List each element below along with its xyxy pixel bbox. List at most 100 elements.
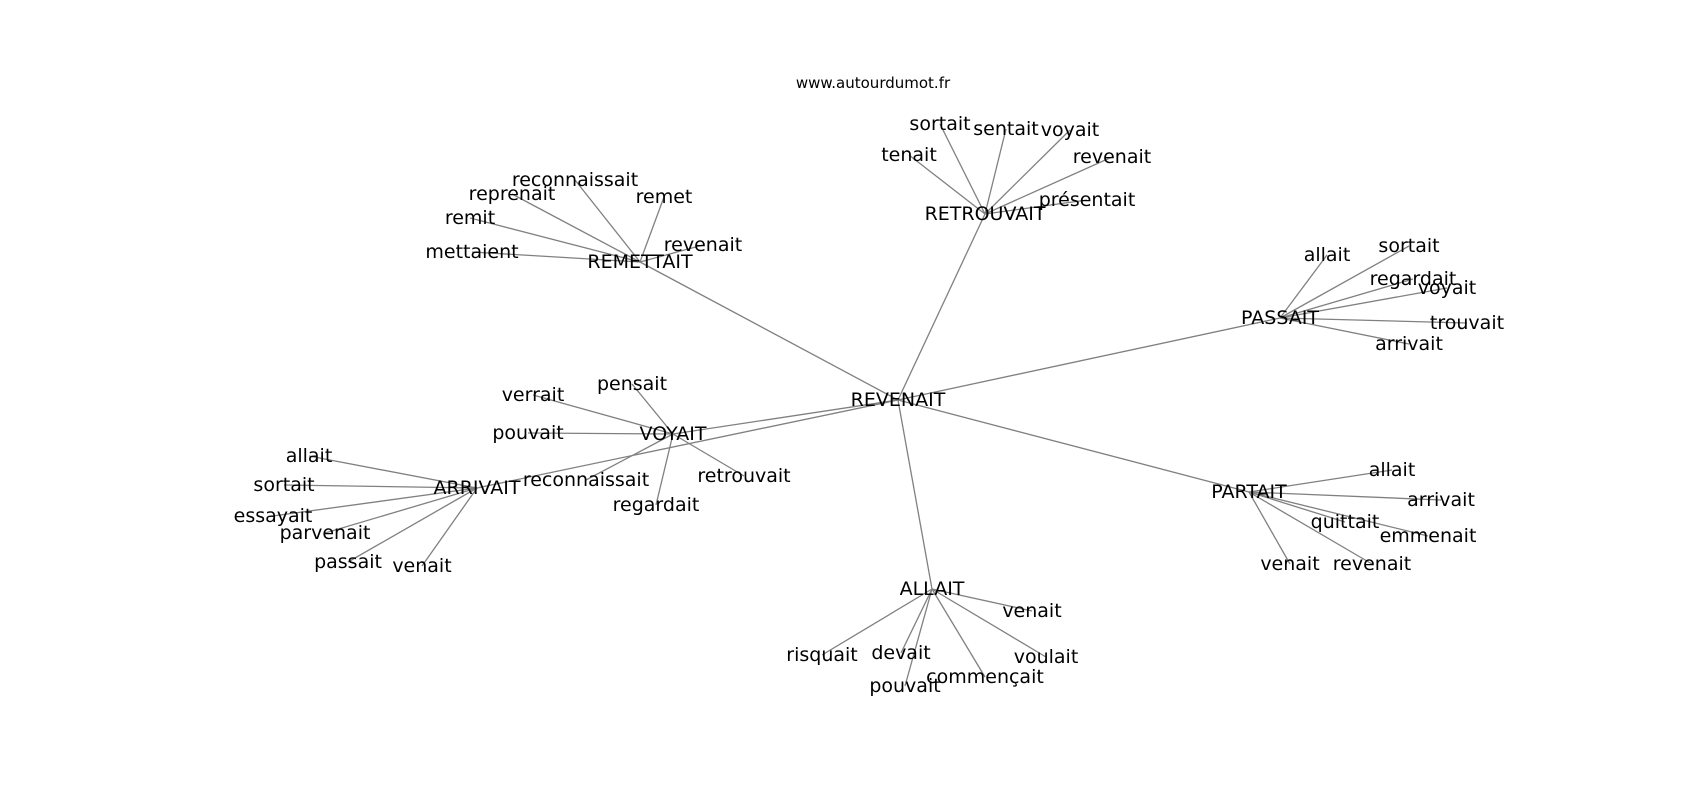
edge-voyait-pouvait bbox=[527, 432, 674, 435]
edge-root-voyait bbox=[672, 399, 899, 435]
node-word-arrivait-essayait[interactable]: essayait bbox=[234, 505, 313, 527]
edge-retrouvait-voyait bbox=[984, 129, 1071, 215]
edge-allait-devait bbox=[900, 588, 933, 654]
edge-arrivait-allait bbox=[308, 455, 478, 489]
edge-allait-commencait bbox=[931, 588, 986, 678]
edge-arrivait-essayait bbox=[272, 487, 478, 517]
edge-allait-risquait bbox=[821, 588, 933, 656]
node-word-partait-venait[interactable]: venait bbox=[1260, 553, 1319, 575]
edge-retrouvait-tenait bbox=[908, 154, 986, 215]
node-word-retrouvait-revenait[interactable]: revenait bbox=[1073, 146, 1151, 168]
node-word-allait-voulait[interactable]: voulait bbox=[1014, 646, 1079, 668]
edge-root-passait bbox=[897, 317, 1281, 401]
edge-passait-arrivait bbox=[1279, 317, 1410, 345]
edge-root-partait bbox=[897, 399, 1250, 493]
node-word-passait-voyait[interactable]: voyait bbox=[1418, 277, 1476, 299]
node-word-partait-arrivait[interactable]: arrivait bbox=[1407, 489, 1475, 511]
edge-remettait-mettaient bbox=[471, 251, 641, 263]
edge-allait-pouvait bbox=[904, 588, 933, 687]
edge-arrivait-venait bbox=[421, 487, 478, 567]
node-word-retrouvait-tenait[interactable]: tenait bbox=[881, 144, 937, 166]
node-word-retrouvait-sortait[interactable]: sortait bbox=[909, 113, 970, 135]
node-word-remettait-revenait[interactable]: revenait bbox=[664, 234, 742, 256]
edge-retrouvait-sentait bbox=[984, 128, 1007, 215]
node-hub-remettait[interactable]: REMETTAIT bbox=[587, 251, 693, 273]
edge-retrouvait-sortait bbox=[939, 123, 986, 215]
edge-remettait-reconnaissait bbox=[574, 179, 641, 263]
node-hub-retrouvait[interactable]: RETROUVAIT bbox=[925, 203, 1046, 225]
node-word-remettait-remet[interactable]: remet bbox=[636, 186, 693, 208]
node-word-remettait-remit[interactable]: remit bbox=[445, 207, 495, 229]
edge-passait-sortait bbox=[1279, 245, 1410, 319]
node-word-retrouvait-sentait[interactable]: sentait bbox=[973, 118, 1038, 140]
node-word-arrivait-sortait[interactable]: sortait bbox=[253, 474, 314, 496]
edge-partait-allait bbox=[1248, 469, 1393, 493]
node-hub-passait[interactable]: PASSAIT bbox=[1241, 307, 1319, 329]
graph-edges bbox=[272, 123, 1468, 687]
node-word-retrouvait-voyait[interactable]: voyait bbox=[1041, 119, 1099, 141]
node-word-allait-risquait[interactable]: risquait bbox=[786, 644, 857, 666]
node-word-allait-devait[interactable]: devait bbox=[871, 642, 930, 664]
edge-passait-allait bbox=[1279, 254, 1328, 319]
edge-allait-voulait bbox=[931, 588, 1047, 658]
node-word-remettait-mettaient[interactable]: mettaient bbox=[425, 241, 518, 263]
node-word-voyait-pensait[interactable]: pensait bbox=[597, 373, 667, 395]
node-word-passait-regardait[interactable]: regardait bbox=[1370, 268, 1457, 290]
node-hub-voyait[interactable]: VOYAIT bbox=[640, 423, 707, 445]
node-hub-arrivait[interactable]: ARRIVAIT bbox=[434, 477, 521, 499]
edge-voyait-pensait bbox=[631, 383, 674, 435]
node-hub-allait[interactable]: ALLAIT bbox=[900, 578, 965, 600]
edge-passait-regardait bbox=[1279, 278, 1414, 319]
node-word-allait-venait[interactable]: venait bbox=[1002, 600, 1061, 622]
node-word-arrivait-parvenait[interactable]: parvenait bbox=[280, 522, 371, 544]
edge-partait-emmenait bbox=[1248, 491, 1429, 537]
node-word-remettait-reconnaissait[interactable]: reconnaissait bbox=[512, 169, 638, 191]
edge-voyait-retrouvait bbox=[672, 433, 745, 477]
node-word-partait-allait[interactable]: allait bbox=[1369, 459, 1416, 481]
edge-partait-venait bbox=[1248, 491, 1291, 565]
node-word-partait-revenait[interactable]: revenait bbox=[1333, 553, 1411, 575]
edge-remettait-revenait bbox=[639, 244, 704, 263]
node-word-passait-allait[interactable]: allait bbox=[1304, 244, 1351, 266]
node-word-voyait-verrait[interactable]: verrait bbox=[502, 384, 565, 406]
edge-retrouvait-presentait bbox=[984, 199, 1088, 215]
node-hub-partait[interactable]: PARTAIT bbox=[1211, 481, 1287, 503]
edge-partait-arrivait bbox=[1248, 491, 1442, 501]
edge-arrivait-parvenait bbox=[324, 487, 478, 534]
node-word-remettait-reprenait[interactable]: reprenait bbox=[469, 183, 556, 205]
edge-allait-venait bbox=[931, 588, 1033, 612]
edge-remettait-reprenait bbox=[511, 193, 641, 263]
node-word-arrivait-allait[interactable]: allait bbox=[286, 445, 333, 467]
node-word-arrivait-venait[interactable]: venait bbox=[392, 555, 451, 577]
edge-arrivait-sortait bbox=[283, 484, 478, 489]
node-word-allait-pouvait[interactable]: pouvait bbox=[869, 675, 940, 697]
edge-partait-revenait bbox=[1248, 491, 1373, 565]
node-root-revenait[interactable]: REVENAIT bbox=[851, 389, 946, 411]
node-word-partait-quittait[interactable]: quittait bbox=[1311, 511, 1380, 533]
node-word-passait-arrivait[interactable]: arrivait bbox=[1375, 333, 1443, 355]
node-word-partait-emmenait[interactable]: emmenait bbox=[1380, 525, 1477, 547]
edge-root-allait bbox=[897, 399, 933, 590]
edge-root-retrouvait bbox=[897, 213, 986, 401]
edge-voyait-regardait bbox=[655, 433, 674, 506]
edge-arrivait-passait bbox=[347, 487, 478, 563]
node-word-passait-sortait[interactable]: sortait bbox=[1378, 235, 1439, 257]
edge-passait-trouvait bbox=[1279, 317, 1468, 324]
node-word-passait-trouvait[interactable]: trouvait bbox=[1430, 312, 1504, 334]
edge-remettait-remit bbox=[469, 217, 641, 263]
edge-voyait-verrait bbox=[532, 394, 674, 435]
edge-root-arrivait bbox=[476, 399, 899, 489]
node-word-retrouvait-presentait[interactable]: présentait bbox=[1039, 189, 1136, 211]
node-word-voyait-regardait[interactable]: regardait bbox=[613, 494, 700, 516]
node-word-voyait-pouvait[interactable]: pouvait bbox=[492, 422, 563, 444]
node-word-voyait-reconnaissait[interactable]: reconnaissait bbox=[523, 469, 649, 491]
site-url-label: www.autourdumot.fr bbox=[796, 74, 951, 92]
node-word-voyait-retrouvait[interactable]: retrouvait bbox=[697, 465, 790, 487]
edge-remettait-remet bbox=[639, 196, 665, 263]
node-word-allait-commencait[interactable]: commençait bbox=[926, 666, 1044, 688]
edge-partait-quittait bbox=[1248, 491, 1346, 523]
edge-voyait-reconnaissait bbox=[585, 433, 674, 481]
node-word-arrivait-passait[interactable]: passait bbox=[314, 551, 382, 573]
